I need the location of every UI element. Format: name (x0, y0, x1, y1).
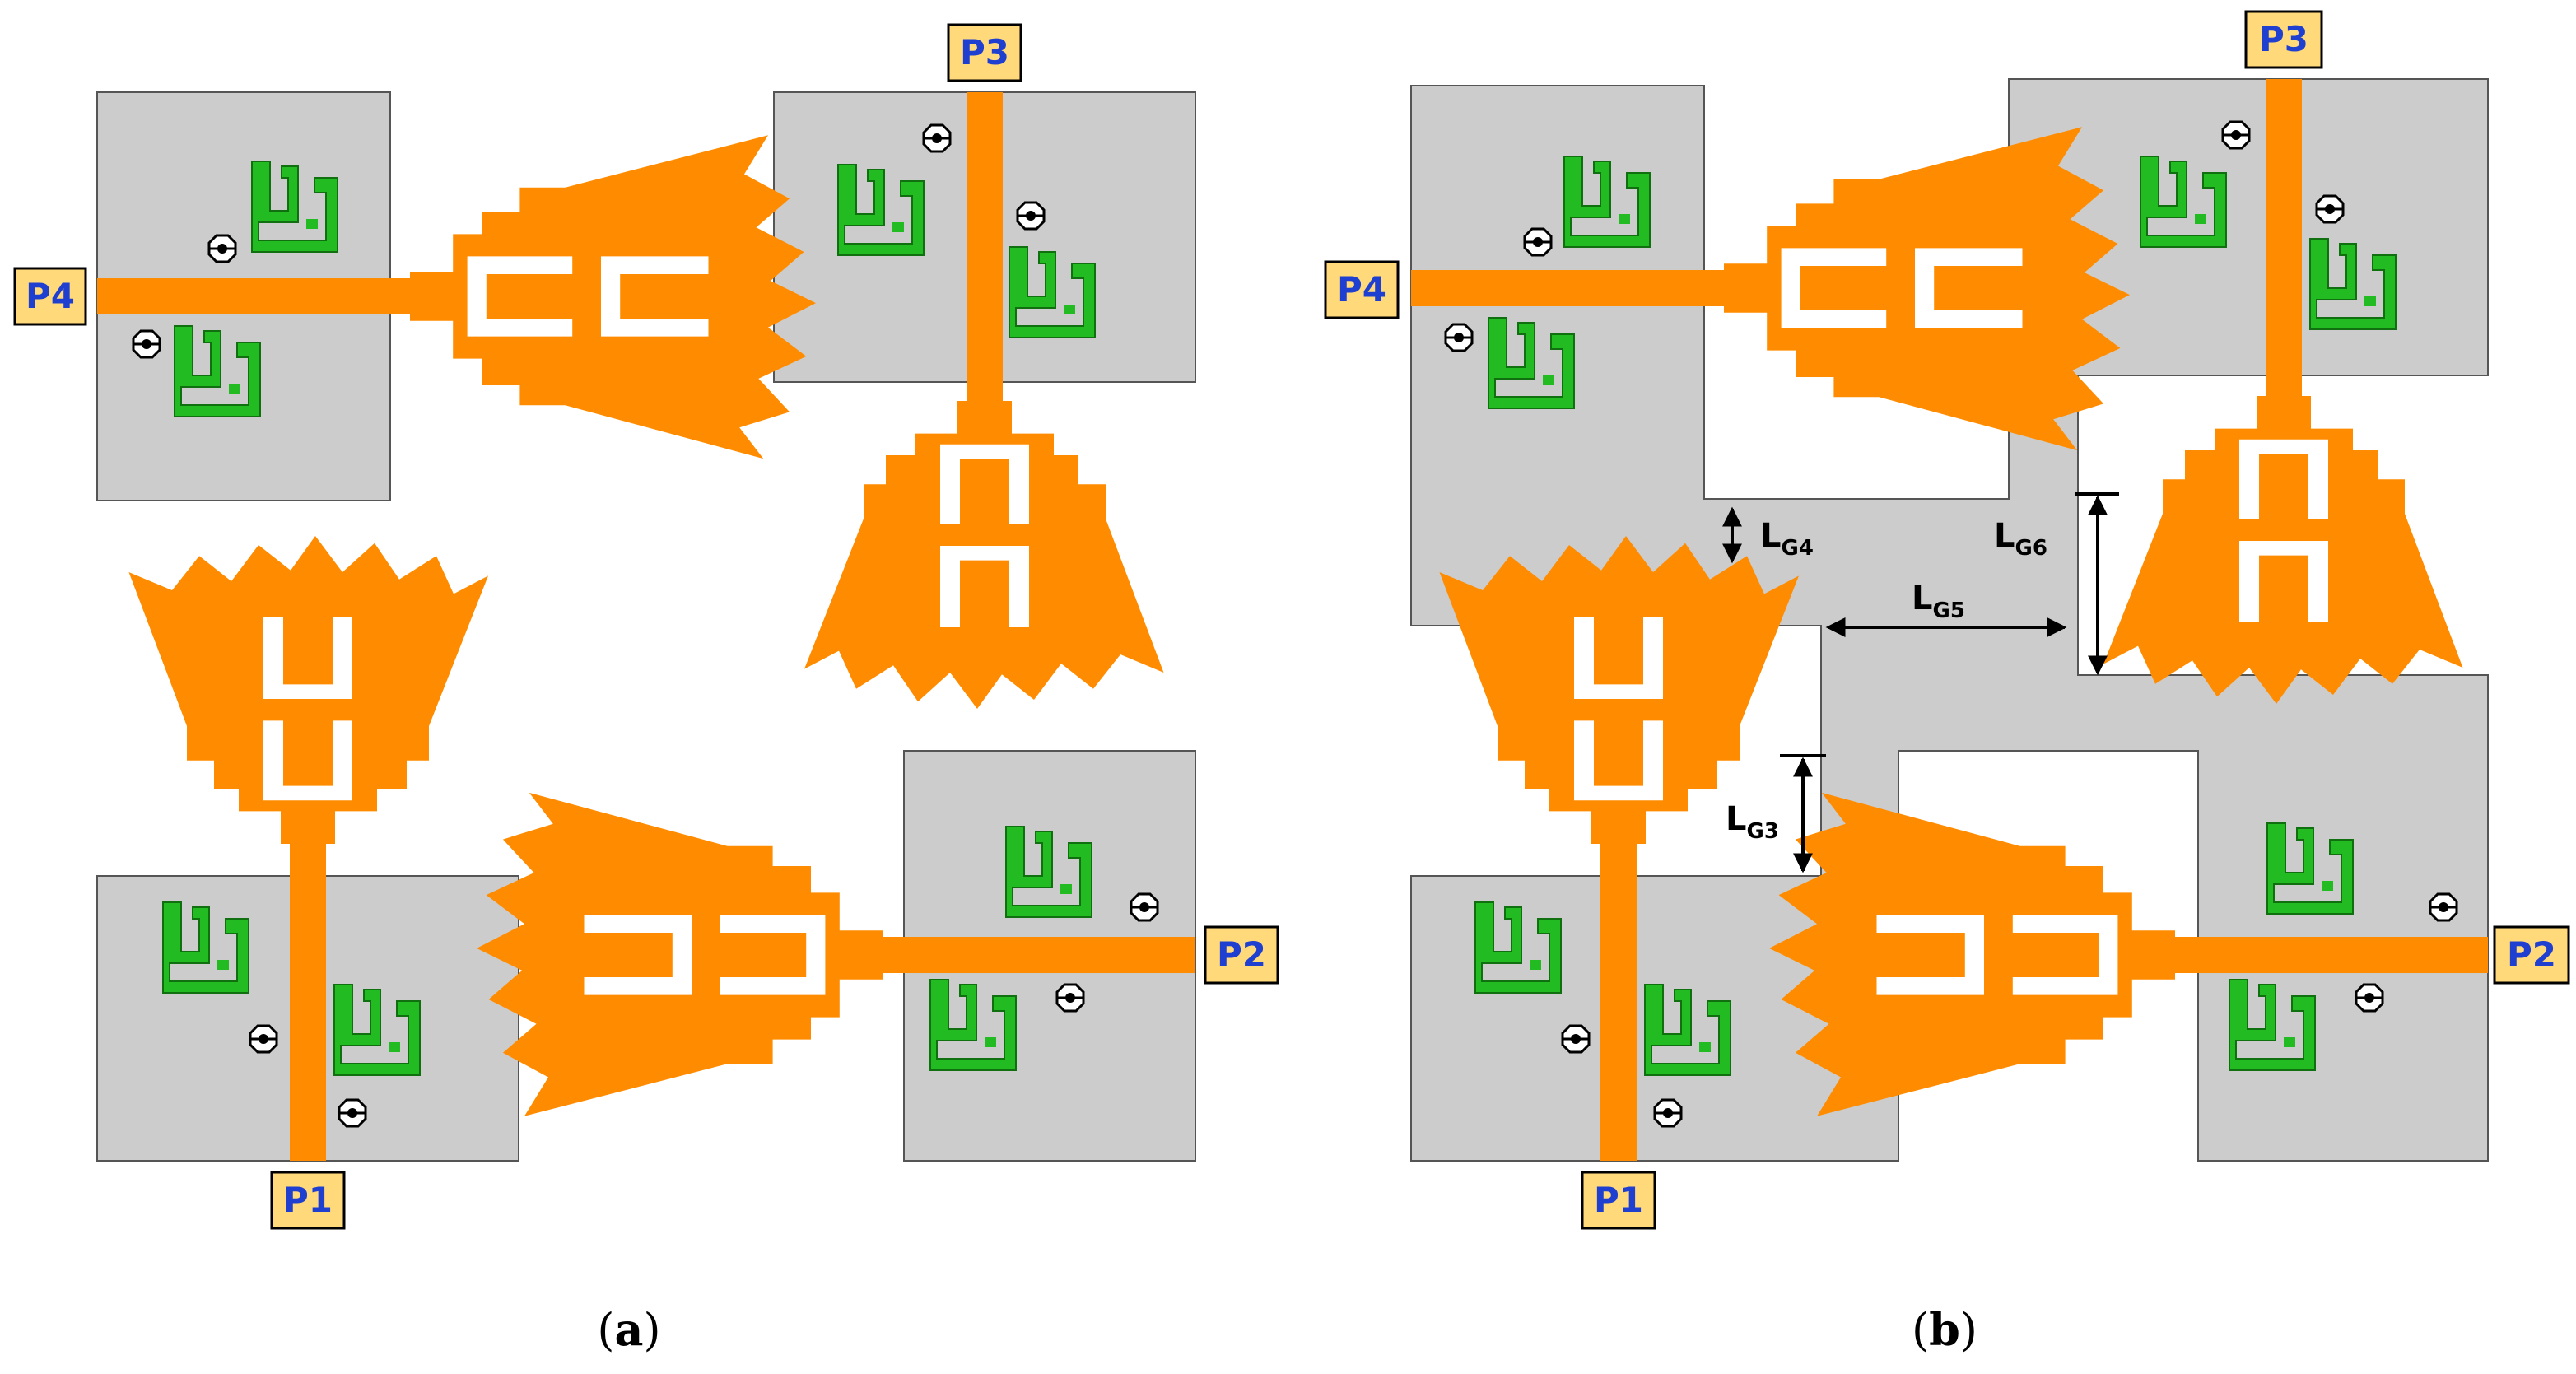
dimension-lg6: LG6 (1994, 492, 2119, 676)
via-icon (1561, 1024, 1591, 1054)
port-label-p2: P2 (1204, 925, 1279, 985)
antenna-element-p1 (128, 536, 488, 1161)
via-icon (207, 234, 237, 263)
dimension-lg3: LG3 (1726, 754, 1826, 873)
svg-text:P4: P4 (26, 276, 75, 316)
port-label-p4: P4 (1324, 260, 1400, 319)
via-icon (922, 123, 952, 153)
svg-text:P1: P1 (283, 1180, 333, 1220)
via-icon (2221, 120, 2251, 150)
svg-text:P3: P3 (960, 32, 1009, 72)
svg-text:LG3: LG3 (1726, 800, 1779, 844)
via-icon (2315, 194, 2345, 224)
antenna-element-p2 (477, 792, 1195, 1116)
svg-text:P2: P2 (1217, 934, 1266, 975)
port-label-p4: P4 (13, 267, 87, 326)
via-icon (2355, 983, 2384, 1013)
antenna-element-p3 (2103, 79, 2463, 704)
panel-a: P4 P3 P1 P2 (a) (13, 23, 1279, 1356)
port-label-p1: P1 (1581, 1171, 1656, 1230)
svg-text:P1: P1 (1594, 1180, 1643, 1220)
antenna-element-p4 (97, 135, 816, 459)
svg-text:P3: P3 (2259, 19, 2308, 59)
via-icon (2429, 892, 2458, 922)
port-label-p3: P3 (2244, 10, 2323, 69)
svg-text:LG4: LG4 (1760, 517, 1814, 561)
antenna-element-p1 (1439, 536, 1799, 1161)
caption-b: (b) (1912, 1303, 1977, 1356)
antenna-element-p2 (1769, 792, 2488, 1116)
via-icon (249, 1024, 278, 1054)
svg-text:LG5: LG5 (1912, 580, 1965, 623)
via-icon (132, 329, 161, 359)
dimension-lg5: LG5 (1825, 580, 2067, 637)
via-icon (1523, 227, 1553, 257)
svg-text:P2: P2 (2507, 934, 2556, 975)
panel-b: P4 P3 P1 P2 LG4 LG5 LG6 (1324, 10, 2570, 1356)
port-label-p3: P3 (947, 23, 1022, 82)
via-icon (1444, 323, 1474, 352)
via-icon (1130, 892, 1159, 922)
antenna-element-p3 (804, 92, 1164, 709)
port-label-p1: P1 (270, 1171, 346, 1230)
dimension-lg4: LG4 (1722, 506, 1814, 564)
via-icon (1016, 201, 1046, 231)
antenna-element-p4 (1411, 127, 2130, 451)
port-label-p2: P2 (2493, 925, 2570, 985)
via-icon (338, 1098, 367, 1128)
svg-text:P4: P4 (1337, 269, 1386, 310)
via-icon (1055, 983, 1085, 1013)
svg-text:LG6: LG6 (1994, 517, 2047, 561)
caption-a: (a) (597, 1303, 660, 1356)
via-icon (1653, 1098, 1683, 1128)
